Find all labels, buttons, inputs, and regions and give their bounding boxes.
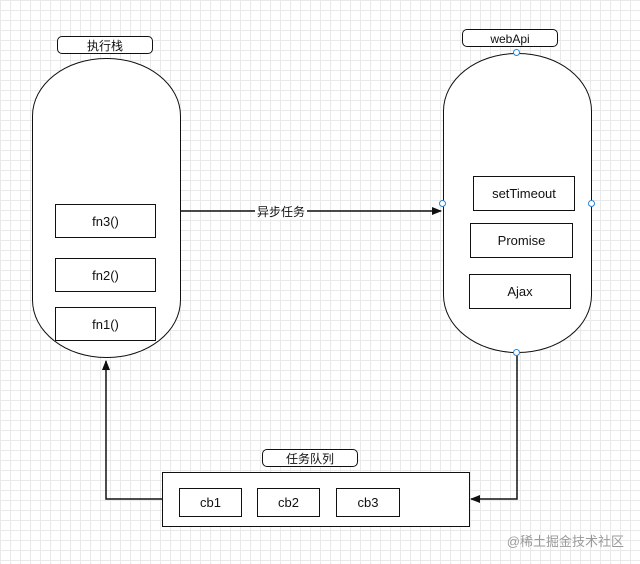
queue-to-stack-arrow (102, 360, 162, 500)
anchor-point-top (513, 49, 520, 56)
webapi-item-settimeout: setTimeout (473, 176, 575, 211)
anchor-point-bottom (513, 349, 520, 356)
webapi-item-ajax: Ajax (469, 274, 571, 309)
queue-title: 任务队列 (262, 449, 358, 467)
stack-item-fn1: fn1() (55, 307, 156, 341)
stack-item-fn3: fn3() (55, 204, 156, 238)
stack-title: 执行栈 (57, 36, 153, 54)
queue-item-cb1: cb1 (179, 488, 242, 517)
anchor-point-left (439, 200, 446, 207)
queue-item-cb3: cb3 (336, 488, 400, 517)
webapi-title: webApi (462, 29, 558, 47)
anchor-point-right (588, 200, 595, 207)
queue-item-cb2: cb2 (257, 488, 320, 517)
webapi-to-queue-arrow (470, 353, 518, 503)
watermark: @稀土掘金技术社区 (507, 531, 624, 550)
async-task-label: 异步任务 (255, 205, 308, 219)
webapi-item-promise: Promise (470, 223, 573, 258)
watermark-text: @稀土掘金技术社区 (506, 534, 624, 549)
stack-item-fn2: fn2() (55, 258, 156, 292)
